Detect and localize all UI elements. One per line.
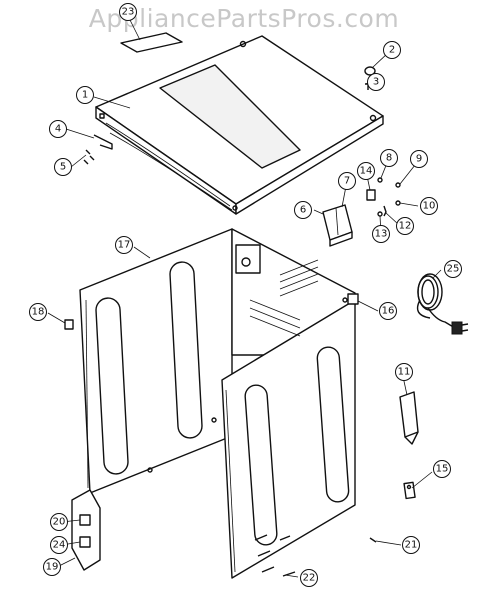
callout-13: 13 <box>372 225 390 243</box>
callout-2: 2 <box>383 41 401 59</box>
callout-1: 1 <box>76 86 94 104</box>
part-9-pin <box>395 182 401 188</box>
callout-22: 22 <box>300 569 318 587</box>
callout-19: 19 <box>43 558 61 576</box>
svg-text:4: 4 <box>55 124 61 135</box>
svg-text:22: 22 <box>303 573 316 584</box>
callout-16: 16 <box>379 302 397 320</box>
callout-14: 14 <box>357 162 375 180</box>
svg-text:5: 5 <box>60 162 66 173</box>
svg-text:19: 19 <box>46 562 59 573</box>
svg-text:7: 7 <box>344 176 350 187</box>
part-14-switch <box>366 189 376 201</box>
callout-7: 7 <box>338 172 356 190</box>
part-11-bracket <box>399 391 419 445</box>
callout-17: 17 <box>115 236 133 254</box>
part-20-terminal <box>79 514 91 526</box>
callout-5: 5 <box>54 158 72 176</box>
callout-4: 4 <box>49 120 67 138</box>
callout-20: 20 <box>50 513 68 531</box>
svg-text:13: 13 <box>375 229 388 240</box>
callout-9: 9 <box>410 150 428 168</box>
callout-25: 25 <box>444 260 462 278</box>
callout-21: 21 <box>402 536 420 554</box>
svg-text:16: 16 <box>382 306 395 317</box>
callout-12: 12 <box>396 217 414 235</box>
svg-text:15: 15 <box>436 464 449 475</box>
callout-6: 6 <box>294 201 312 219</box>
part-13-screw <box>377 211 383 217</box>
part-2-plug <box>364 66 376 76</box>
part-18-clip <box>64 319 74 330</box>
svg-text:11: 11 <box>398 367 411 378</box>
part-23-label <box>120 32 183 53</box>
part-12-spring <box>383 205 387 217</box>
part-17-cabinet <box>79 228 356 579</box>
svg-text:23: 23 <box>122 7 135 18</box>
svg-text:17: 17 <box>118 240 131 251</box>
svg-text:20: 20 <box>53 517 66 528</box>
svg-text:3: 3 <box>373 77 379 88</box>
part-1-top-panel <box>95 35 384 215</box>
svg-text:10: 10 <box>423 201 436 212</box>
callout-10: 10 <box>420 197 438 215</box>
part-16-bracket <box>347 293 359 305</box>
svg-text:8: 8 <box>386 153 392 164</box>
svg-text:25: 25 <box>447 264 460 275</box>
watermark: AppliancePartsPros.com <box>88 4 400 33</box>
svg-text:1: 1 <box>82 90 88 101</box>
svg-text:21: 21 <box>405 540 418 551</box>
callout-3: 3 <box>367 73 385 91</box>
part-6-bracket <box>322 204 353 247</box>
svg-text:12: 12 <box>399 221 412 232</box>
svg-text:2: 2 <box>389 45 395 56</box>
callout-23: 23 <box>119 3 137 21</box>
svg-text:18: 18 <box>32 307 45 318</box>
part-24-terminal <box>79 536 91 548</box>
svg-text:14: 14 <box>360 166 373 177</box>
part-8-pin <box>377 177 383 183</box>
part-25-power-cord <box>416 273 469 335</box>
svg-text:24: 24 <box>53 540 66 551</box>
part-21-screw <box>369 537 377 543</box>
part-5-screws <box>83 149 95 165</box>
callout-15: 15 <box>433 460 451 478</box>
svg-text:9: 9 <box>416 154 422 165</box>
callout-18: 18 <box>29 303 47 321</box>
svg-text:6: 6 <box>300 205 306 216</box>
part-19-terminal-block <box>71 489 101 571</box>
part-22-screws <box>254 534 296 577</box>
part-4-clip <box>93 134 113 150</box>
part-15-plate <box>403 481 416 500</box>
callout-11: 11 <box>395 363 413 381</box>
part-10-screw <box>395 200 401 206</box>
callout-24: 24 <box>50 536 68 554</box>
callout-8: 8 <box>380 149 398 167</box>
